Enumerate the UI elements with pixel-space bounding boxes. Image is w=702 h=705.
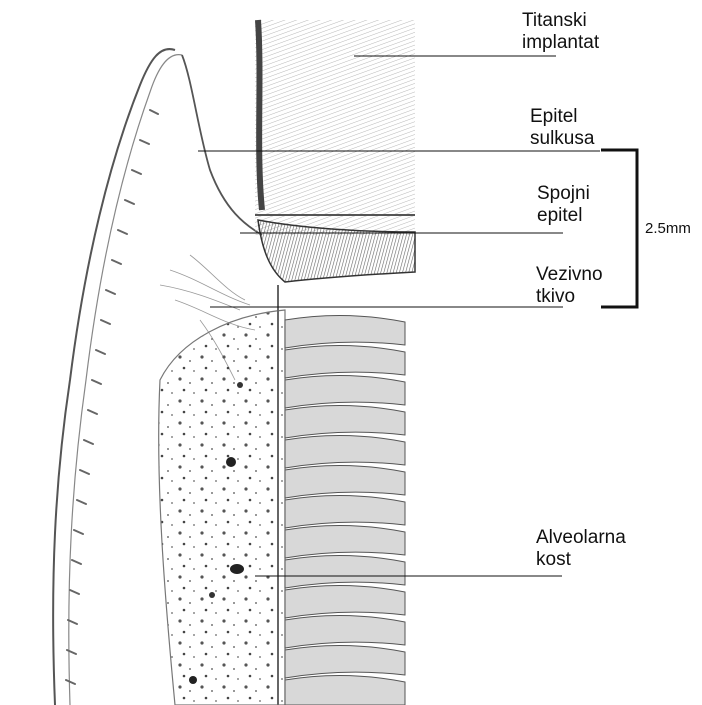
label-bone: Alveolarna kost	[536, 527, 626, 571]
label-junctional-line2: epitel	[537, 205, 590, 227]
label-connective-line1: Vezivno	[536, 264, 603, 286]
alveolar-bone	[159, 310, 285, 705]
label-junctional: Spojni epitel	[537, 183, 590, 227]
label-sulcus: Epitel sulkusa	[530, 106, 594, 150]
implant-threads	[285, 315, 405, 705]
label-sulcus-line1: Epitel	[530, 106, 594, 128]
label-connective-line2: tkivo	[536, 286, 603, 308]
measurement-label: 2.5mm	[645, 220, 691, 237]
label-implant-line2: implantat	[522, 32, 599, 54]
label-bone-line2: kost	[536, 549, 626, 571]
label-bone-line1: Alveolarna	[536, 527, 626, 549]
measurement-bracket	[601, 150, 637, 307]
label-implant-line1: Titanski	[522, 10, 599, 32]
label-junctional-line1: Spojni	[537, 183, 590, 205]
label-sulcus-line2: sulkusa	[530, 128, 594, 150]
label-implant: Titanski implantat	[522, 10, 599, 54]
implant	[255, 20, 415, 705]
label-connective: Vezivno tkivo	[536, 264, 603, 308]
